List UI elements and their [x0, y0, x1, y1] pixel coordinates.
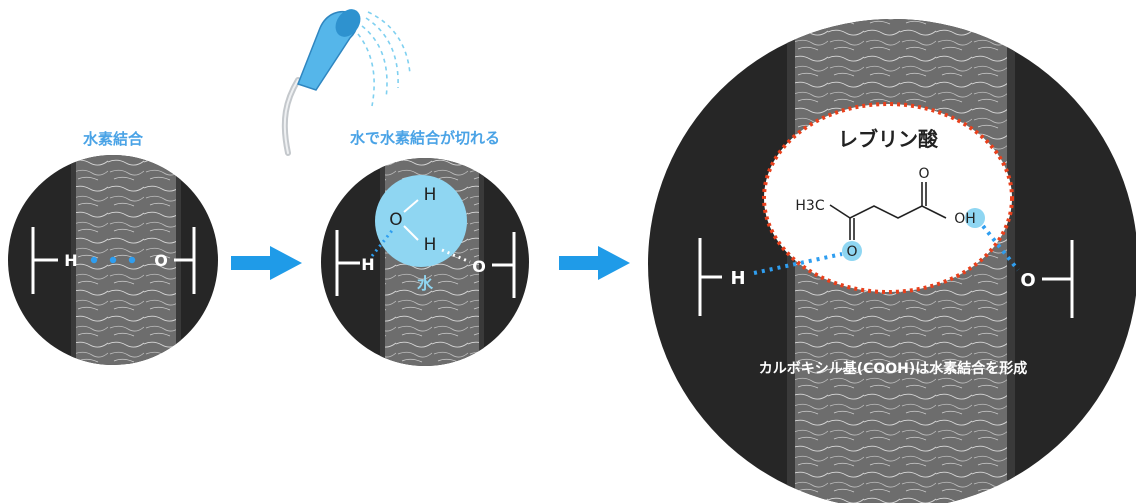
water-h-atom-2: H	[424, 235, 437, 255]
h3c-group: H3C	[795, 198, 824, 214]
molecule-name: レブリン酸	[838, 127, 939, 151]
hair-strand	[71, 155, 181, 365]
panel1-bond-left	[31, 227, 58, 294]
panel3-bond-right	[1042, 240, 1074, 318]
water-label: 水	[417, 274, 434, 293]
panel1-o-atom: O	[154, 251, 168, 270]
carbonyl-o-atom: O	[846, 244, 857, 260]
panel3-caption: カルボキシル基(COOH)は水素結合を形成	[759, 360, 1028, 377]
water-molecule-bubble	[375, 175, 467, 267]
panel3-bond-left	[698, 238, 722, 316]
panel1-h-atom: H	[64, 251, 77, 270]
panel2-bond-right	[492, 232, 516, 298]
panel3-o-atom: O	[1020, 270, 1035, 291]
panel2-h-atom: H	[361, 255, 374, 274]
water-h-atom-1: H	[424, 185, 437, 205]
arrow-right-1	[231, 246, 302, 280]
carbonyl-o-highlight	[842, 241, 862, 261]
panel3-h-atom: H	[730, 268, 745, 289]
panel2-caption: 水で水素結合が切れる	[349, 129, 501, 147]
panel3-hbond-right	[981, 224, 1020, 272]
water-o-atom: O	[389, 210, 402, 230]
levulinic-acid-structure	[829, 182, 947, 240]
water-bonds	[403, 199, 419, 241]
panel1-hydrogen-bond	[90, 256, 136, 264]
arrow-right-2	[559, 246, 630, 280]
panel2-hbond-right	[441, 248, 471, 264]
shower-head-icon	[281, 9, 411, 156]
panel1-bond-right	[174, 227, 196, 294]
oh-h-highlight	[965, 208, 985, 228]
panel2-bond-left	[335, 230, 360, 296]
molecule-callout	[762, 102, 1014, 294]
panel2-o-atom: O	[472, 257, 486, 276]
acid-o-atom: O	[918, 166, 929, 182]
panel1-caption: 水素結合	[82, 130, 144, 148]
oh-group: OH	[954, 211, 976, 227]
